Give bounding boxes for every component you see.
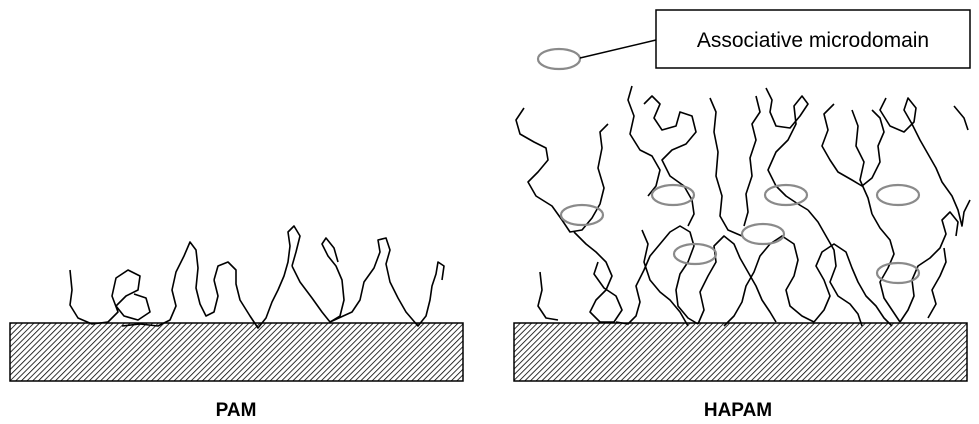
hapam-chain	[723, 235, 815, 327]
hapam-chain	[765, 87, 809, 211]
legend-microdomain-ellipse	[536, 47, 582, 71]
pam-chain	[121, 241, 219, 327]
hapam-chain	[953, 105, 969, 131]
hapam-panel: HAPAM	[513, 85, 971, 421]
hapam-chain	[813, 243, 893, 327]
pam-substrate	[9, 322, 464, 382]
hapam-chain	[709, 97, 743, 237]
pam-chains	[69, 225, 445, 329]
callout-leader-line	[579, 39, 657, 59]
pam-chain	[69, 269, 109, 325]
hapam-chain	[821, 103, 885, 187]
microdomain-ellipse	[672, 242, 718, 266]
pam-panel: PAM	[9, 225, 464, 421]
pam-chain	[107, 269, 151, 323]
hapam-chain	[643, 95, 697, 227]
pam-chain	[329, 237, 445, 327]
hapam-chain	[807, 209, 863, 327]
hapam-chain	[871, 213, 901, 323]
hapam-chain	[743, 95, 761, 227]
hapam-substrate	[513, 322, 968, 382]
hapam-chain	[927, 247, 947, 319]
microdomain-ellipse	[559, 203, 605, 227]
hapam-caption: HAPAM	[704, 400, 772, 421]
hapam-chain	[879, 97, 971, 227]
microdomain-ellipse	[763, 183, 809, 207]
hapam-chain	[573, 231, 623, 323]
callout-box	[655, 9, 971, 69]
hapam-chain	[537, 271, 559, 321]
microdomain-ellipse	[740, 222, 786, 246]
hapam-chain	[851, 109, 873, 215]
pam-chain	[291, 237, 345, 323]
hapam-chain	[615, 225, 699, 325]
hapam-chain	[627, 85, 661, 197]
microdomain-ellipse	[875, 183, 921, 207]
hapam-chain	[515, 107, 609, 233]
pam-chain	[213, 225, 301, 329]
hapam-chain	[899, 211, 959, 323]
hapam-chain	[641, 229, 689, 327]
microdomain-ellipse	[650, 183, 696, 207]
callout-label: Associative microdomain	[697, 29, 929, 52]
hapam-chains	[515, 85, 971, 327]
microdomain-ellipse	[875, 261, 921, 285]
hapam-chain	[697, 235, 777, 325]
legend: Associative microdomain	[536, 9, 971, 71]
pam-caption: PAM	[216, 400, 257, 421]
associative-microdomains	[559, 183, 921, 285]
